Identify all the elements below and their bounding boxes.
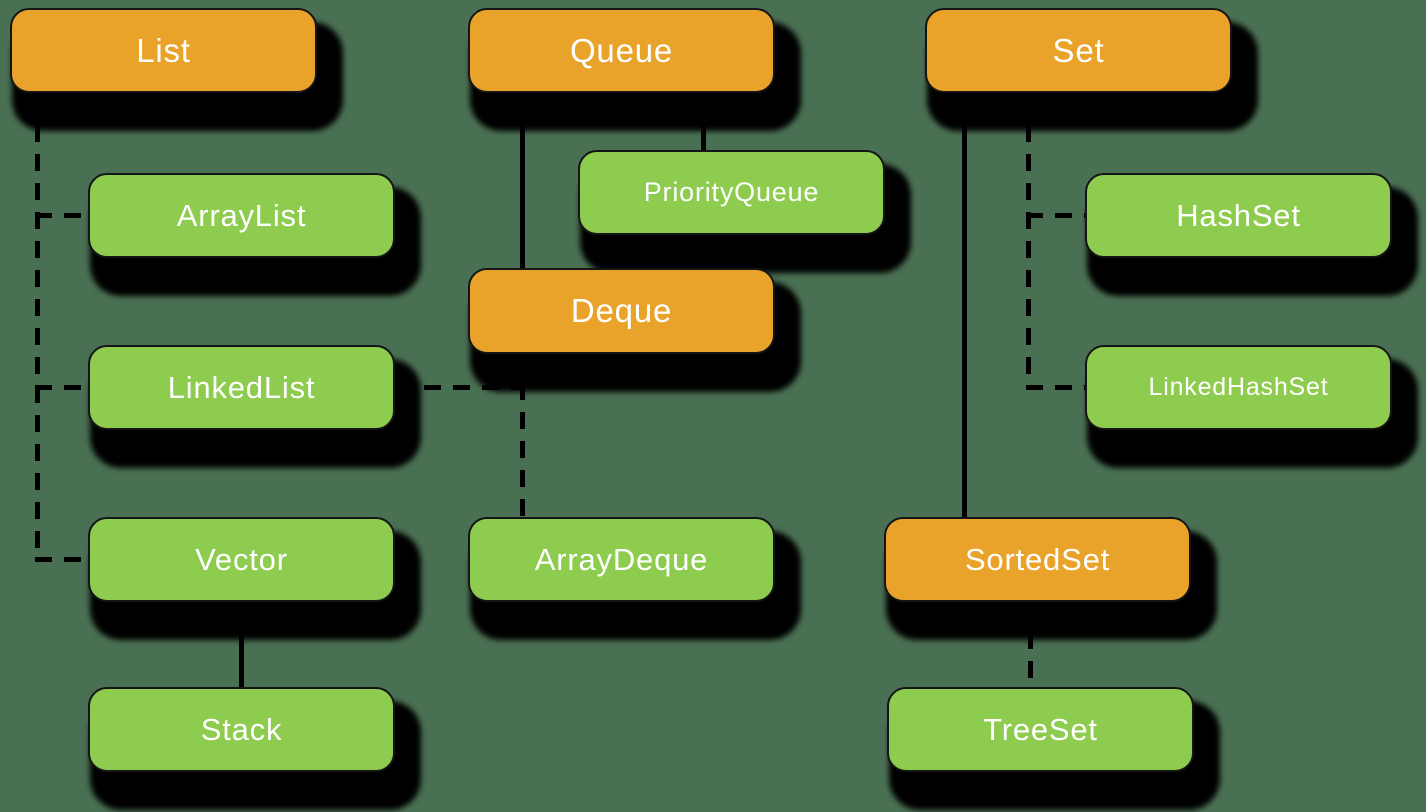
node-queue: Queue <box>468 8 775 93</box>
connector-list-to-arraylist <box>35 213 88 218</box>
connector-list-to-vector <box>35 557 88 562</box>
node-label: Set <box>1052 31 1105 69</box>
node-priorityqueue: PriorityQueue <box>578 150 885 235</box>
connector-queue-to-deque <box>520 93 525 268</box>
node-label: List <box>136 31 191 69</box>
node-label: Stack <box>200 711 283 747</box>
connector-list-trunk <box>35 96 40 562</box>
node-list: List <box>10 8 317 93</box>
node-deque: Deque <box>468 268 775 354</box>
connector-sortedset-to-treeset <box>1028 603 1033 687</box>
node-label: PriorityQueue <box>643 177 820 207</box>
node-label: TreeSet <box>983 711 1098 747</box>
node-label: Queue <box>569 31 674 69</box>
node-treeset: TreeSet <box>887 687 1194 772</box>
connector-vector-to-stack <box>239 602 244 687</box>
node-linkedlist: LinkedList <box>88 345 395 430</box>
node-label: Deque <box>570 292 673 329</box>
node-arraylist: ArrayList <box>88 173 395 258</box>
node-label: SortedSet <box>964 541 1111 577</box>
connector-list-to-linkedlist <box>35 385 88 390</box>
connector-set-to-hashset <box>1026 213 1085 218</box>
connector-deque-to-arraydeque <box>520 354 525 517</box>
connector-set-to-linkedhashset <box>1026 385 1085 390</box>
node-linkedhashset: LinkedHashSet <box>1085 345 1392 430</box>
node-sortedset: SortedSet <box>884 517 1191 602</box>
connector-linkedlist-to-deque <box>395 385 525 390</box>
node-set: Set <box>925 8 1232 93</box>
node-vector: Vector <box>88 517 395 602</box>
node-arraydeque: ArrayDeque <box>468 517 775 602</box>
node-label: ArrayList <box>176 197 307 233</box>
node-label: LinkedList <box>167 369 316 405</box>
node-label: Vector <box>195 541 288 577</box>
node-label: LinkedHashSet <box>1148 373 1329 401</box>
node-label: ArrayDeque <box>534 541 709 577</box>
node-hashset: HashSet <box>1085 173 1392 258</box>
node-stack: Stack <box>88 687 395 772</box>
connector-set-trunk <box>1026 96 1031 388</box>
connector-queue-to-priorityqueue <box>701 93 706 152</box>
node-label: HashSet <box>1176 197 1301 233</box>
connector-set-to-sortedset <box>962 93 967 517</box>
